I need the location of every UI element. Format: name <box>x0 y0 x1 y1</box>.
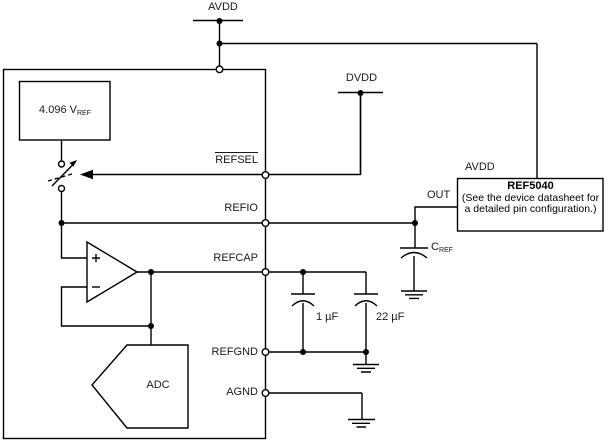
opamp-feedback-wire <box>60 286 151 327</box>
pin-agnd-circle <box>261 389 270 398</box>
pin-label-agnd: AGND <box>226 386 258 398</box>
ref5040-text: REF5040 (See the device datasheet for a … <box>458 180 603 216</box>
adc-pentagon <box>91 344 189 429</box>
cap-1uf-label: 1 µF <box>316 311 339 323</box>
pin-label-refio: REFIO <box>224 202 258 214</box>
cref-main: C <box>431 241 439 253</box>
wire-refgnd-external <box>265 351 367 364</box>
adc-outer-block <box>2 68 267 440</box>
pin-label-refsel: REFSEL <box>215 152 258 166</box>
cref-cap-symbol <box>400 223 428 291</box>
refsel-switch <box>47 140 77 223</box>
vref-box <box>18 80 111 141</box>
adc-label: ADC <box>146 379 170 391</box>
wire-agnd-external <box>265 392 363 419</box>
pin-refsel-circle <box>261 170 270 179</box>
wire-avdd-rail <box>216 40 538 178</box>
vref-subscript: REF <box>76 110 91 117</box>
opamp-buffer <box>60 240 266 345</box>
pin-refcap-circle <box>261 268 270 277</box>
wire-refio-internal <box>58 220 266 259</box>
opamp-plus-sign <box>92 254 100 262</box>
pin-avdd-circle <box>215 65 224 74</box>
avdd-ref5040-label: AVDD <box>465 161 495 173</box>
cap-22uf-symbol <box>354 272 378 355</box>
ref5040-note-line1: (See the device datasheet for <box>461 191 600 204</box>
dvdd-label: DVDD <box>345 72 378 84</box>
cref-subscript: REF <box>438 247 453 254</box>
wire-refio-external <box>265 206 458 226</box>
ref5040-title: REF5040 <box>507 180 554 192</box>
pin-label-refcap: REFCAP <box>213 252 258 264</box>
wire-refsel <box>80 93 362 180</box>
refgnd-ground-symbol <box>353 363 379 373</box>
vref-box-label: 4.096 VREF <box>20 104 110 120</box>
pin-refio-circle <box>261 218 270 227</box>
cref-ground-symbol <box>401 290 427 300</box>
ref5040-note-line2: a detailed pin configuration.) <box>464 203 597 215</box>
refsel-text: REFSEL <box>215 152 258 166</box>
cref-label: CREF <box>431 241 453 257</box>
ref5040-box <box>456 177 604 232</box>
vref-value: 4.096 V <box>39 104 77 116</box>
out-pin-label: OUT <box>427 189 451 201</box>
wire-refcap-external <box>265 269 366 275</box>
pin-refgnd-circle <box>261 348 270 357</box>
cap-1uf-symbol <box>291 272 315 355</box>
avdd-top-label: AVDD <box>208 1 238 13</box>
cap-22uf-label: 22 µF <box>376 311 405 323</box>
agnd-ground-symbol <box>348 418 375 428</box>
pin-circles <box>215 65 270 398</box>
pin-label-refgnd: REFGND <box>211 346 258 358</box>
